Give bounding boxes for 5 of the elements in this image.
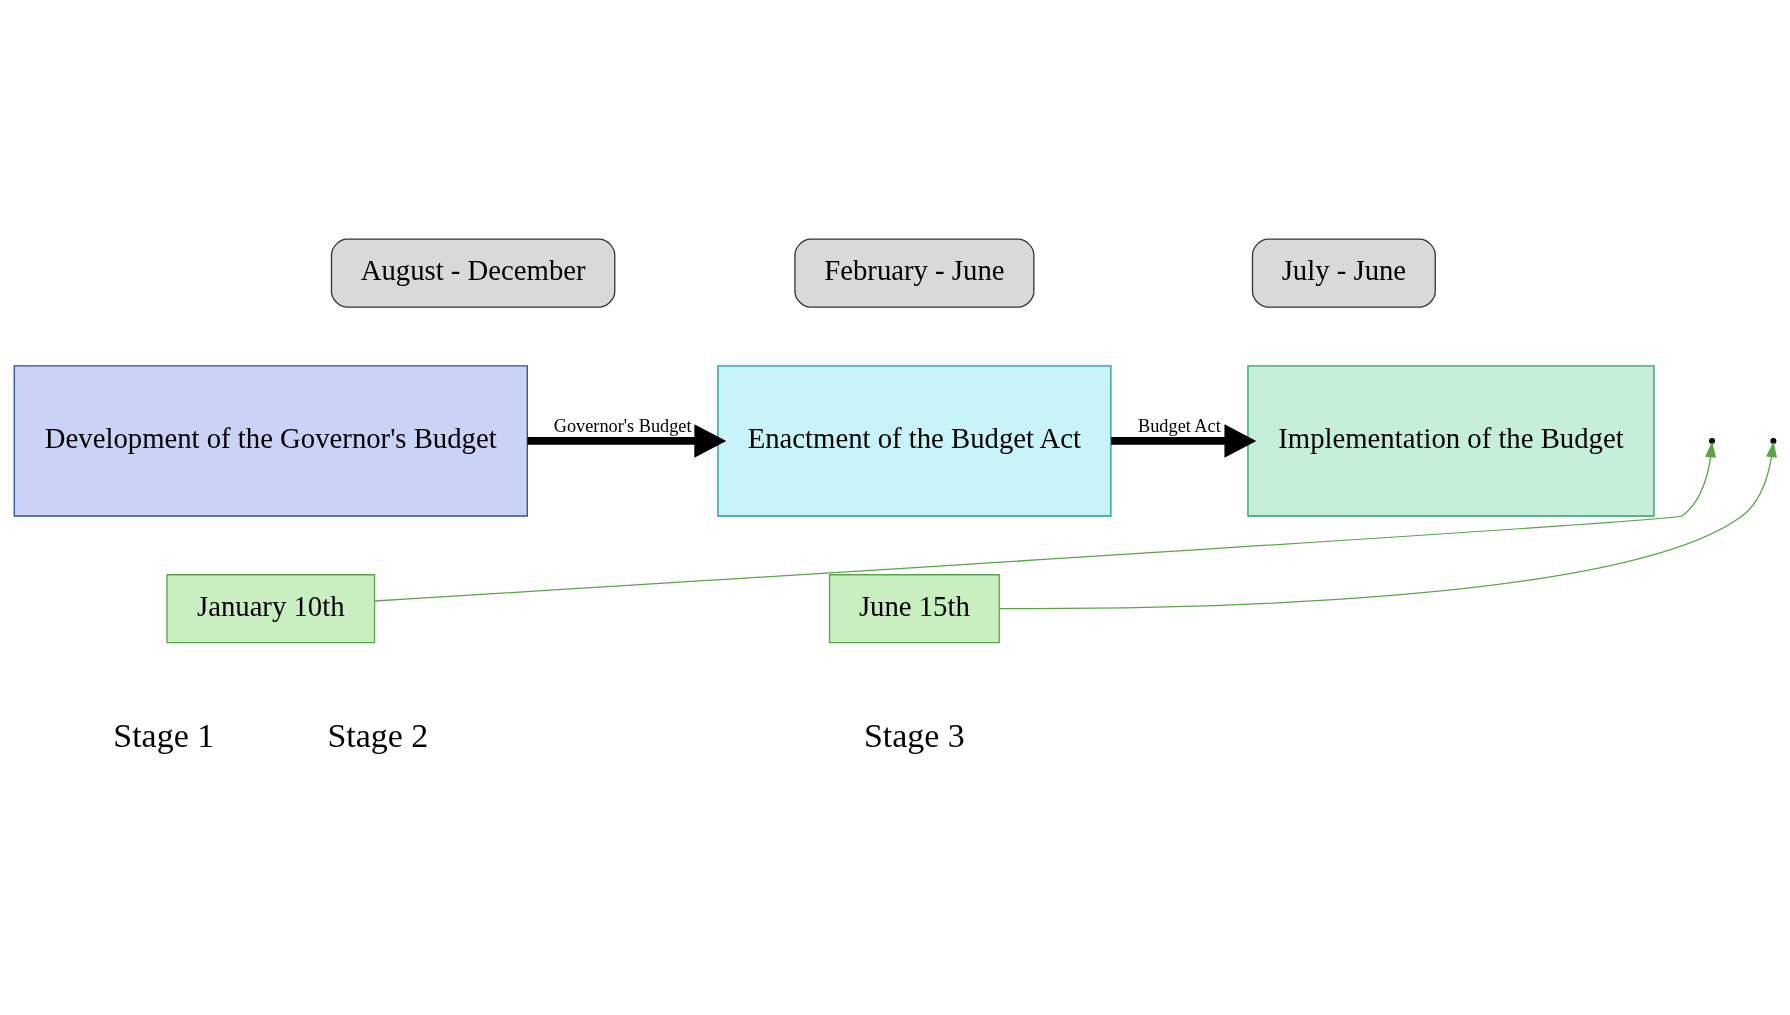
label: Stage 2 xyxy=(327,716,429,754)
edge-label: Budget Act xyxy=(1138,416,1221,437)
label: Stage 3 xyxy=(863,716,965,754)
label: Stage 1 xyxy=(113,716,215,754)
edge-label: Governor's Budget xyxy=(553,416,692,437)
